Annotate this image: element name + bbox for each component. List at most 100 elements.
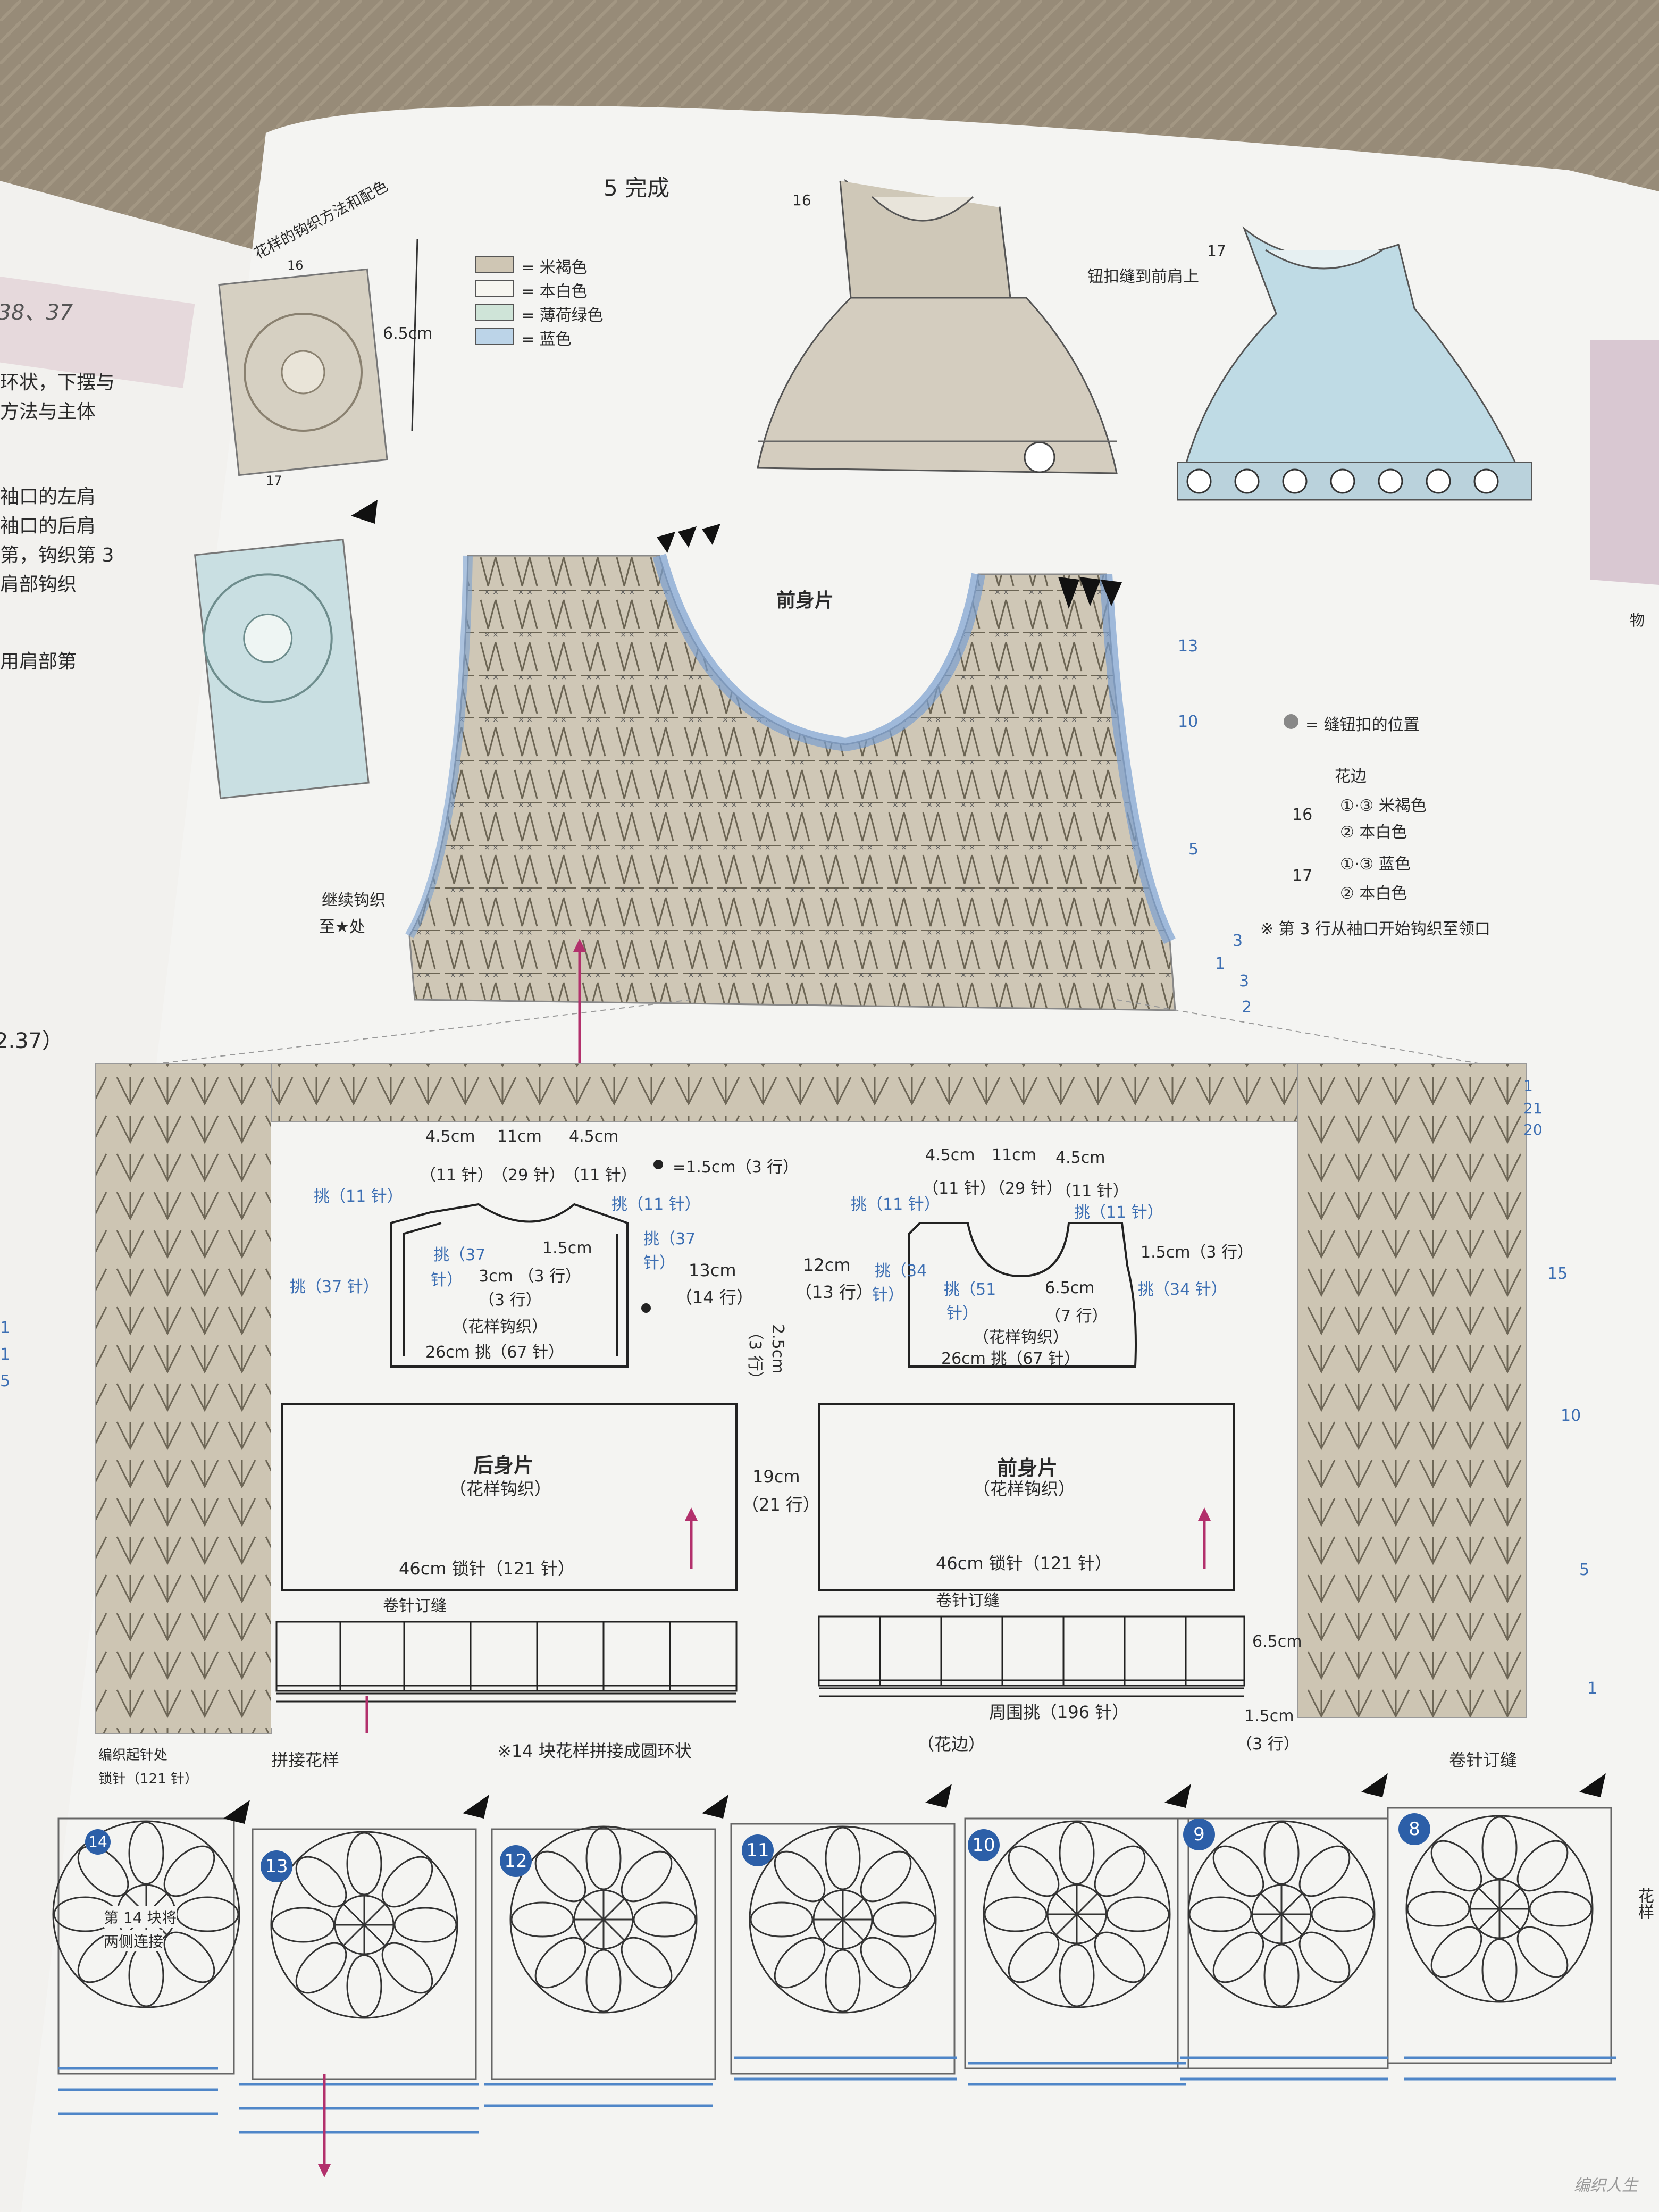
- seam-label-left: 卷针订缝: [383, 1597, 447, 1615]
- seam-bottom: 卷针订缝: [1449, 1750, 1518, 1770]
- watermark: 编织人生: [1574, 2176, 1638, 2195]
- motif14-note-2: 两侧连接: [104, 1930, 164, 1951]
- band-edge: 1.5cm: [1244, 1707, 1294, 1725]
- legend-beige: = 米褐色: [521, 258, 588, 277]
- row-marker-mid-10: 10: [1561, 1406, 1581, 1425]
- row-marker-mid-20: 20: [1523, 1121, 1543, 1138]
- back-pick-left: 挑（11 针）: [314, 1187, 403, 1206]
- back-pick-37-right: 挑（37: [643, 1230, 696, 1249]
- back-d-1-5: 1.5cm: [542, 1239, 592, 1258]
- row-marker-mid-1b: 1: [1587, 1679, 1598, 1698]
- back-height-rows: （14 行）: [675, 1287, 753, 1308]
- section-title: 5 完成: [604, 175, 670, 201]
- front-d-6-5: 6.5cm: [1045, 1279, 1095, 1297]
- legend-mint: = 薄荷绿色: [521, 306, 604, 325]
- edge-label: （花边）: [917, 1734, 986, 1754]
- body-chart: [95, 1063, 1527, 1734]
- edge-16-b: ② 本白色: [1340, 823, 1407, 842]
- left-line-4: 袖口的后肩: [0, 515, 96, 537]
- back-pick-37-left: 挑（37 针）: [290, 1278, 379, 1296]
- back-st-2: （29 针）: [492, 1166, 565, 1185]
- seam-label-right: 卷针订缝: [936, 1591, 1000, 1610]
- front-w-3: 4.5cm: [1055, 1149, 1105, 1167]
- front-pick-51b: 针）: [946, 1304, 978, 1323]
- button-dots: [641, 714, 1298, 1313]
- pick-196: 周围挑（196 针）: [989, 1702, 1129, 1722]
- row-marker-13: 13: [1178, 637, 1199, 656]
- motif-swatch-16: [218, 268, 388, 476]
- button-pos-legend: = 缝钮扣的位置: [1305, 716, 1420, 734]
- left-line-2: 方法与主体: [0, 401, 96, 423]
- dress-16-label: 16: [792, 191, 811, 209]
- back-body-bottom: 46cm 锁针（121 针）: [399, 1559, 575, 1579]
- back-w-3: 4.5cm: [569, 1127, 619, 1146]
- left-marker-3: 5: [0, 1372, 11, 1390]
- edge-16-num: 16: [1292, 806, 1313, 824]
- front-height: 12cm: [803, 1255, 851, 1275]
- front-st-3: （11 针）: [1055, 1182, 1129, 1201]
- edge-17-num: 17: [1292, 867, 1313, 885]
- continue-note-2: 至★处: [319, 918, 365, 936]
- row-marker-5: 5: [1188, 840, 1199, 859]
- motif-number-14: 14: [85, 1829, 111, 1855]
- button-note: 钮扣缝到前肩上: [1087, 267, 1199, 286]
- gap-rows: （3 行）: [745, 1324, 764, 1387]
- start-note-2: 锁针（121 针）: [98, 1771, 198, 1787]
- left-line-1: 环状，下摆与: [0, 372, 115, 393]
- ring-note: ※14 块花样拼接成圆环状: [497, 1741, 692, 1761]
- front-pick-51: 挑（51: [944, 1280, 996, 1299]
- band-edge-rows: （3 行）: [1236, 1735, 1300, 1754]
- back-pick-37-in2: 针）: [431, 1271, 463, 1289]
- front-height-rows: （13 行）: [795, 1282, 873, 1302]
- left-line-7: 用肩部第: [0, 651, 77, 673]
- legend-white: = 本白色: [521, 282, 588, 301]
- front-pick-left: 挑（11 针）: [851, 1195, 940, 1214]
- front-pick-34-right: 挑（34 针）: [1138, 1280, 1227, 1299]
- front-st-2: （29 针）: [989, 1179, 1062, 1198]
- motif-height: 6.5cm: [383, 324, 433, 343]
- back-w-1: 4.5cm: [425, 1127, 475, 1146]
- gap-height: 2.5cm: [768, 1324, 787, 1374]
- front-d-7: （7 行）: [1045, 1307, 1108, 1326]
- join-label: 拼接花样: [271, 1750, 340, 1770]
- front-body-bottom: 46cm 锁针（121 针）: [936, 1553, 1112, 1573]
- motif-row-chart: [52, 1807, 1616, 2134]
- row-marker-3b: 3: [1239, 972, 1250, 991]
- front-top-schematic: [908, 1222, 1137, 1368]
- start-note-1: 编织起针处: [98, 1747, 168, 1763]
- row-marker-mid-5: 5: [1579, 1561, 1590, 1579]
- motif14-note-1: 第 14 块将: [104, 1906, 177, 1928]
- left-line-5: 第，钩织第 3: [0, 544, 114, 566]
- row-marker-2: 2: [1242, 998, 1252, 1017]
- front-pick-34-left2: 针）: [872, 1286, 904, 1304]
- start-markers: [223, 500, 1606, 1824]
- back-pick-right: 挑（11 针）: [611, 1195, 701, 1214]
- motif-number-12: 12: [500, 1845, 532, 1877]
- motif-label-17: 17: [266, 473, 282, 488]
- back-pick-37-in: 挑（37: [433, 1246, 486, 1264]
- row-marker-1a: 1: [1215, 954, 1226, 973]
- edge-17-b: ② 本白色: [1340, 884, 1407, 903]
- back-height: 13cm: [689, 1260, 736, 1280]
- row-marker-10: 10: [1178, 713, 1199, 731]
- left-marker-2: 1: [0, 1345, 11, 1364]
- left-page-ref-2: 2.37）: [0, 1029, 64, 1053]
- left-line-3: 袖口的左肩: [0, 486, 96, 508]
- edge-note: ※ 第 3 行从袖口开始钩织至领口: [1260, 920, 1490, 939]
- row-marker-3a: 3: [1233, 932, 1243, 950]
- dress-17-illustration: [1177, 226, 1533, 501]
- row-marker-mid-21: 21: [1523, 1100, 1543, 1117]
- body-rows: （21 行）: [742, 1495, 820, 1515]
- front-crochet: （花样钩织）: [973, 1328, 1069, 1347]
- motif-number-8: 8: [1398, 1813, 1430, 1845]
- motif-number-9: 9: [1183, 1819, 1215, 1850]
- edge-16-a: ①·③ 米褐色: [1340, 797, 1427, 815]
- front-w-1: 4.5cm: [925, 1146, 975, 1164]
- body-height: 19cm: [752, 1467, 800, 1487]
- front-w-2: 11cm: [992, 1146, 1036, 1164]
- motif-number-11: 11: [742, 1834, 774, 1866]
- legend-blue: = 蓝色: [521, 330, 572, 349]
- left-page-ref: 238、37: [0, 300, 73, 325]
- edge-17-a: ①·③ 蓝色: [1340, 855, 1411, 874]
